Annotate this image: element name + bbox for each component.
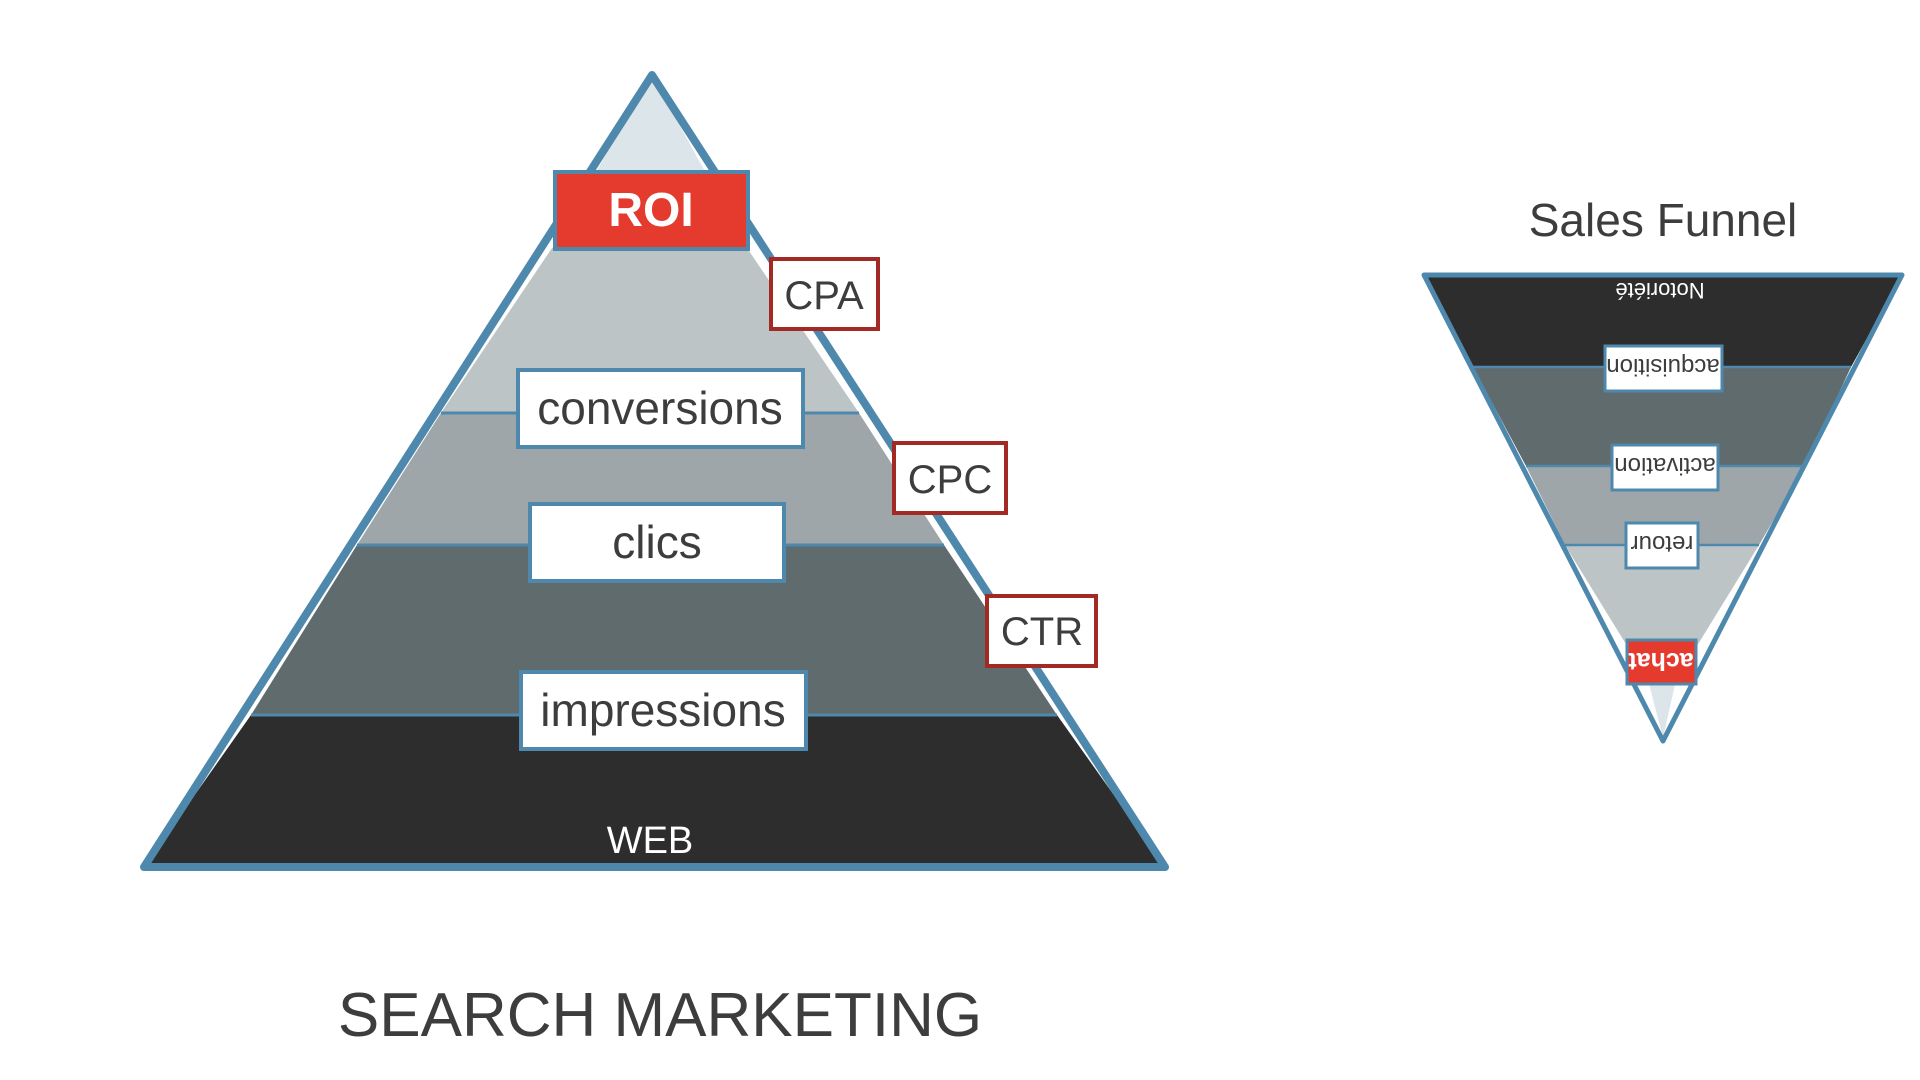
pyramid-box-clics: clics [528, 502, 786, 583]
pyramid-box-impressions: impressions [519, 670, 808, 751]
funnel-band-retour [1565, 545, 1759, 680]
funnel-outline [1421, 272, 1905, 744]
search-marketing-pyramid: WEB impressions clics conversions ROI CP… [140, 71, 1169, 1050]
funnel-box-retour: retour [1624, 521, 1700, 570]
metric-box-cpc: CPC [892, 441, 1008, 515]
funnel-band-bottom [1648, 680, 1676, 738]
sales-funnel: Sales Funnel Notoriété acquisition activ… [1421, 194, 1905, 744]
funnel-box-achat: achat [1625, 638, 1698, 686]
funnel-stage-notoriete-group: Notoriété [1615, 278, 1704, 303]
metric-label-cpc: CPC [908, 458, 992, 502]
pyramid-label-conversions: conversions [537, 382, 782, 434]
pyramid-label-web: WEB [607, 820, 694, 862]
metric-label-cpa: CPA [784, 274, 864, 318]
pyramid-box-conversions: conversions [516, 368, 805, 449]
funnel-title: Sales Funnel [1529, 194, 1798, 246]
pyramid-title: SEARCH MARKETING [338, 981, 982, 1050]
pyramid-band-impressions [251, 545, 1057, 715]
metric-label-ctr: CTR [1001, 610, 1083, 654]
funnel-label-activation: activation [1614, 452, 1715, 479]
funnel-label-acquisition: acquisition [1606, 353, 1719, 380]
funnel-band-activation [1526, 466, 1805, 545]
pyramid-band-web [144, 715, 1165, 867]
funnel-band-acquisition [1473, 367, 1851, 466]
metric-box-cpa: CPA [769, 257, 880, 331]
funnel-label-retour: retour [1631, 530, 1694, 557]
metric-box-ctr: CTR [985, 594, 1098, 668]
funnel-label-notoriete: Notoriété [1615, 278, 1704, 303]
pyramid-label-clics: clics [612, 516, 701, 568]
funnel-box-acquisition: acquisition [1603, 344, 1724, 393]
funnel-label-achat: achat [1628, 647, 1694, 675]
pyramid-label-roi: ROI [608, 184, 693, 237]
funnel-box-activation: activation [1610, 443, 1720, 492]
funnel-band-notoriete [1424, 275, 1902, 367]
pyramid-box-roi: ROI [553, 170, 750, 251]
pyramid-label-impressions: impressions [540, 684, 785, 736]
